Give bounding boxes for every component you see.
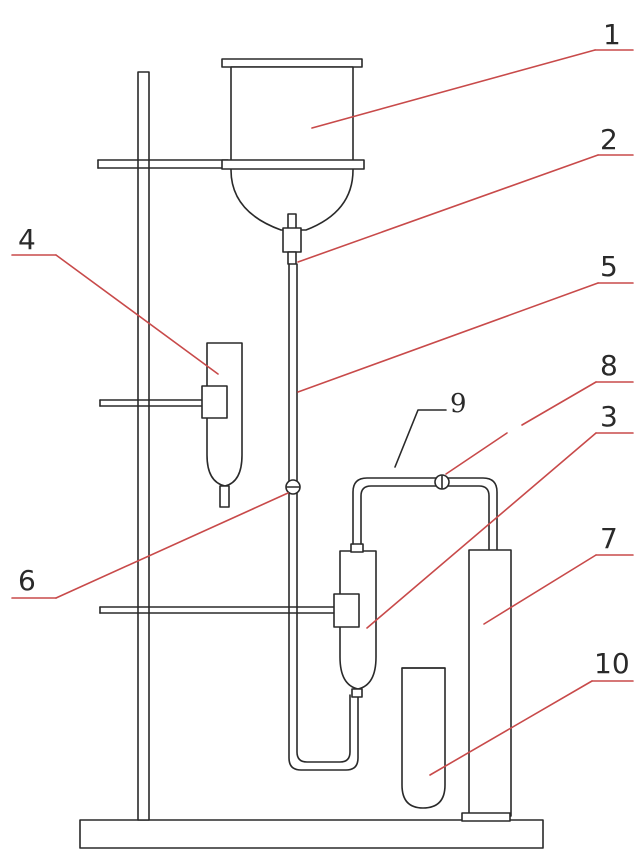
leader-7 [483, 554, 597, 625]
leader-2 [297, 154, 599, 263]
top-clamp-arm [97, 159, 229, 169]
label-8: 8 [600, 349, 618, 382]
connecting-tube [352, 477, 498, 551]
base-plate [79, 819, 544, 849]
stand-rod [137, 71, 150, 821]
leader-8-lower [445, 432, 508, 475]
leader-6 [55, 492, 289, 599]
label-9: 9 [450, 389, 467, 419]
label-10: 10 [594, 647, 630, 680]
label-1: 1 [603, 18, 621, 51]
reservoir-stopcock [282, 213, 302, 265]
label-4: 4 [18, 223, 36, 256]
leader-8 [521, 381, 597, 426]
leader-5 [297, 282, 599, 393]
test-tube [401, 667, 446, 809]
lower-clamp-arm [99, 606, 337, 614]
leader-10 [429, 680, 593, 776]
leader-3 [366, 432, 597, 629]
label-2: 2 [600, 123, 618, 156]
leader-9 [394, 409, 447, 468]
leader-4 [55, 254, 219, 375]
leader-1 [311, 49, 596, 129]
label-6: 6 [18, 564, 36, 597]
label-5: 5 [600, 250, 618, 283]
u-tube [288, 263, 359, 771]
left-clamp-arm [99, 399, 208, 407]
reservoir [221, 58, 365, 231]
measuring-cylinder [461, 549, 512, 822]
left-vessel [201, 342, 243, 508]
lower-vessel [333, 543, 377, 698]
leader-lines [11, 49, 634, 776]
label-7: 7 [600, 522, 618, 555]
label-3: 3 [600, 400, 618, 433]
